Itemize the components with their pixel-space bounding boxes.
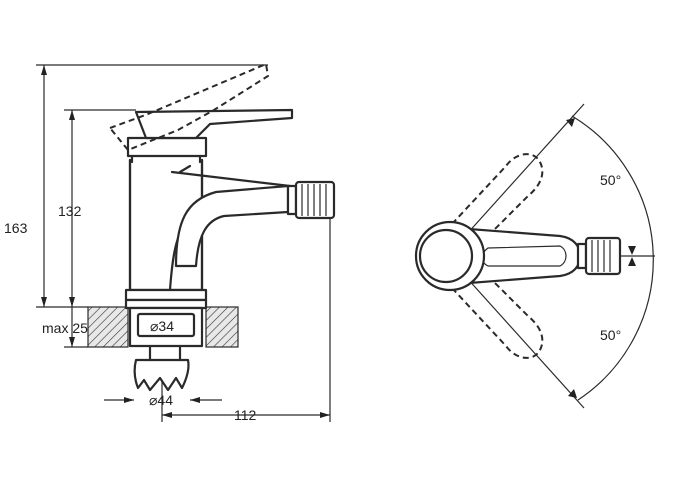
top-view: 50° 50° (414, 103, 655, 409)
angle-upper-label: 50° (600, 172, 621, 188)
dim-spout-height-label: 132 (58, 203, 82, 219)
angle-lower-label: 50° (600, 327, 621, 343)
dim-reach: 112 (161, 218, 331, 423)
spout (170, 164, 336, 268)
dim-max-thickness: max 25 (42, 307, 88, 348)
rotation-arc: 50° 50° (447, 103, 654, 409)
dim-spout-height: 132 (58, 109, 136, 307)
lever-rotated-up (451, 153, 544, 241)
dim-total-height-label: 163 (4, 220, 28, 236)
dim-hole-diameter-label: ⌀34 (150, 318, 174, 334)
aerator-top (576, 236, 622, 276)
dim-base-diameter-label: ⌀44 (149, 392, 173, 408)
lever-handle (134, 108, 294, 140)
dim-total-height: 163 (4, 64, 268, 308)
lever-raised-position (109, 63, 269, 151)
dim-hole-diameter: ⌀34 (150, 318, 174, 334)
lever-rotated-down (451, 271, 544, 359)
dim-max-thickness-label: max 25 (42, 320, 88, 336)
dim-base-diameter: ⌀44 (104, 392, 222, 408)
side-view: 163 132 max 25 ⌀34 ⌀44 (4, 63, 336, 423)
countertop-section (87, 306, 239, 348)
dim-reach-label: 112 (234, 407, 257, 423)
faucet-body-top (414, 220, 486, 292)
